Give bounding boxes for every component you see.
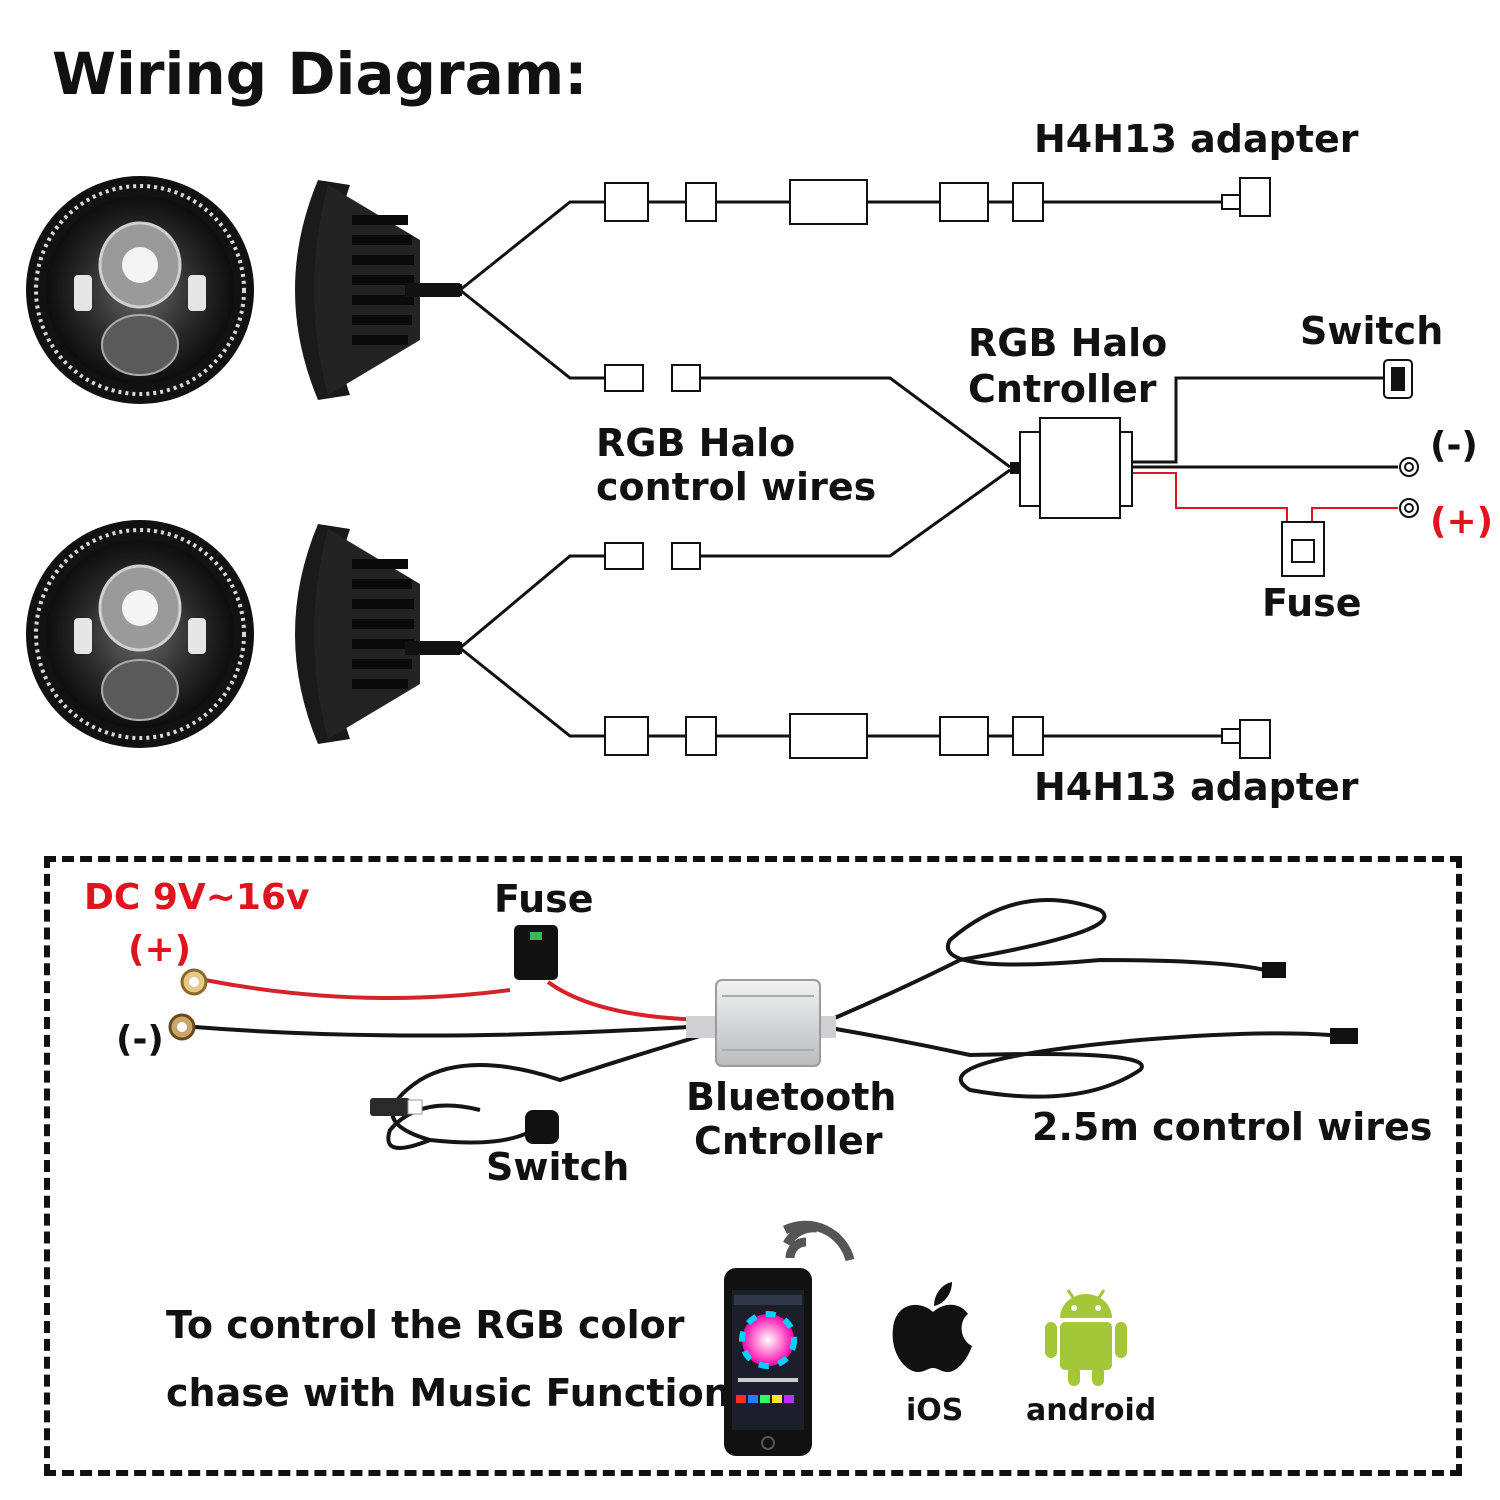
kit-connector-2 (1330, 1028, 1358, 1044)
ios-label: iOS (906, 1393, 964, 1428)
switch-label: Switch (1300, 309, 1444, 353)
android-icon (1045, 1289, 1127, 1386)
h4h13-adapter-label-bottom: H4H13 adapter (1034, 765, 1359, 809)
android-label: android (1026, 1393, 1157, 1428)
cable-boot-bottom (434, 642, 462, 654)
rgb-control-connectors (604, 364, 701, 570)
ring-terminal-positive (1399, 498, 1419, 518)
positive-label: (+) (1430, 501, 1494, 542)
kit-connector-1 (1262, 962, 1286, 978)
bluetooth-controller-label-line2: Cntroller (694, 1119, 883, 1163)
caption-line2: chase with Music Function (166, 1371, 731, 1415)
top-harness-wires (459, 200, 1398, 738)
kit-rocker-switch (370, 1098, 559, 1144)
kit-ring-terminal-negative (168, 1013, 196, 1041)
bluetooth-controller-label-line1: Bluetooth (686, 1075, 897, 1119)
switch-symbol (1383, 359, 1413, 399)
voltage-label: DC 9V~16v (84, 877, 310, 918)
kit-switch-label: Switch (486, 1145, 630, 1189)
kit-black-wires (194, 898, 1331, 1150)
bluetooth-controller-box (686, 979, 836, 1067)
rgb-halo-controller-label-line1: RGB Halo (968, 321, 1168, 365)
headlight-front-top (26, 176, 254, 404)
kit-positive-label: (+) (128, 929, 192, 970)
kit-fuse-label: Fuse (494, 877, 594, 921)
cable-boot-top (434, 284, 462, 296)
fuse-label: Fuse (1262, 581, 1362, 625)
kit-panel-border (44, 856, 1462, 1476)
control-wires-label: 2.5m control wires (1032, 1105, 1433, 1149)
negative-label: (-) (1430, 425, 1478, 466)
rgb-halo-controller-label-line2: Cntroller (968, 367, 1157, 411)
page-title: Wiring Diagram: (52, 40, 588, 108)
fuse-symbol (1281, 521, 1325, 577)
rgb-halo-control-wires-label-line2: control wires (596, 465, 877, 509)
rgb-halo-control-wires-label-line1: RGB Halo (596, 421, 796, 465)
h4h13-adapter-bottom (604, 713, 1271, 759)
wireless-signal-icon (783, 1220, 855, 1262)
rgb-halo-controller-box (1019, 417, 1133, 519)
ring-terminal-negative (1399, 457, 1419, 477)
apple-icon (892, 1282, 972, 1372)
smartphone-app-image (724, 1268, 812, 1456)
headlight-side-bottom (295, 524, 460, 744)
headlight-side-top (295, 180, 460, 400)
kit-ring-terminal-positive (180, 968, 208, 996)
positive-red-wire (1132, 472, 1398, 522)
h4h13-adapter-label-top: H4H13 adapter (1034, 117, 1359, 161)
kit-fuse-holder (514, 925, 558, 980)
headlight-front-bottom (26, 520, 254, 748)
kit-negative-label: (-) (116, 1019, 164, 1060)
h4h13-adapter-top (604, 177, 1271, 225)
caption-line1: To control the RGB color (166, 1303, 685, 1347)
